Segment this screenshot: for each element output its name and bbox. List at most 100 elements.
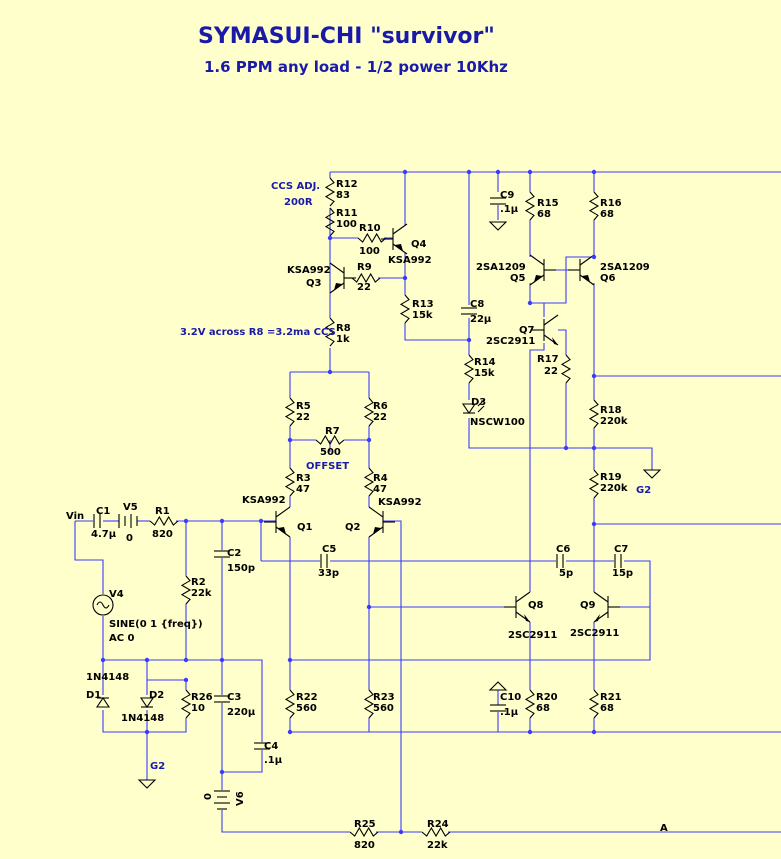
r21-value: 68 xyxy=(600,703,614,714)
r8-resistor xyxy=(324,317,336,347)
r20-value: 68 xyxy=(536,703,550,714)
junction-dot xyxy=(287,729,293,735)
junction-dot xyxy=(402,275,408,281)
junction-dot xyxy=(591,254,597,260)
q8-part: 2SC2911 xyxy=(508,630,557,641)
junction-dot xyxy=(527,729,533,735)
r15-value: 68 xyxy=(537,209,551,220)
r5-resistor xyxy=(284,397,296,427)
r25-ref: R25 xyxy=(354,819,376,830)
r17-ref: R17 xyxy=(537,354,559,365)
q1-transistor xyxy=(278,527,286,534)
junction-dot xyxy=(366,604,372,610)
junction-dot xyxy=(495,169,501,175)
q3-transistor xyxy=(334,283,342,290)
q3-transistor xyxy=(329,282,345,294)
r20-ref: R20 xyxy=(536,692,558,703)
wire xyxy=(624,560,651,607)
r26-value: 10 xyxy=(191,703,205,714)
r3-value: 47 xyxy=(296,484,310,495)
wire xyxy=(102,710,187,733)
wire xyxy=(221,810,350,833)
r9-resistor xyxy=(351,272,381,284)
q7-ref: Q7 xyxy=(519,325,535,336)
r6-resistor xyxy=(363,397,375,427)
wire xyxy=(558,329,567,355)
r13-value: 15k xyxy=(412,310,433,321)
q1-part: KSA992 xyxy=(242,495,286,506)
r14-ref: R14 xyxy=(474,357,496,368)
r22-ref: R22 xyxy=(296,692,318,703)
q5-part: 2SA1209 xyxy=(476,262,526,273)
junction-dot xyxy=(591,729,597,735)
ground-c10-symbol xyxy=(488,681,508,691)
q4-ref: Q4 xyxy=(411,239,427,250)
q3-transistor xyxy=(329,262,345,274)
c9-ref: C9 xyxy=(500,190,514,201)
c6-value: 5p xyxy=(559,568,573,579)
junction-dot xyxy=(183,518,189,524)
junction-dot xyxy=(591,445,597,451)
junction-dot xyxy=(591,521,597,527)
r3-resistor xyxy=(284,467,296,497)
wire xyxy=(529,256,594,304)
wire xyxy=(529,343,545,592)
d3-part: NSCW100 xyxy=(470,417,525,428)
q6-part: 2SA1209 xyxy=(600,262,650,273)
d3-led xyxy=(461,403,477,414)
q4-transistor xyxy=(395,244,403,251)
q1-transistor xyxy=(275,506,291,518)
q4-part: KSA992 xyxy=(388,255,432,266)
q4-transistor xyxy=(392,243,408,255)
r10-value: 100 xyxy=(359,246,380,257)
junction-dot xyxy=(287,437,293,443)
r26-ref: R26 xyxy=(191,692,213,703)
r16-resistor xyxy=(588,191,600,221)
r7-value: 500 xyxy=(320,447,341,458)
q8-transistor xyxy=(524,614,530,622)
r6-ref: R6 xyxy=(373,401,388,412)
q1-ref: Q1 xyxy=(297,522,313,533)
r25-value: 820 xyxy=(354,840,375,851)
c1-value: 4.7µ xyxy=(91,529,117,540)
q5-transistor xyxy=(534,275,542,282)
r16-value: 68 xyxy=(600,209,614,220)
wires xyxy=(74,171,781,833)
wire xyxy=(74,521,104,594)
junction-dot xyxy=(327,369,333,375)
wire xyxy=(530,302,545,317)
d3-ref: D3 xyxy=(471,397,486,408)
d2-part: 1N4148 xyxy=(121,713,164,724)
wire xyxy=(289,718,369,733)
r9-value: 22 xyxy=(357,282,371,293)
r14-resistor xyxy=(463,354,475,384)
r8-value: 1k xyxy=(336,334,350,345)
c2-value: 150p xyxy=(227,563,255,574)
c10-value: .1µ xyxy=(500,707,519,718)
junction-dot xyxy=(100,657,106,663)
c1-ref: C1 xyxy=(96,506,110,517)
page-title: SYMASUI-CHI "survivor" xyxy=(198,24,495,49)
r19-value: 220k xyxy=(600,483,628,494)
r2-value: 22k xyxy=(191,588,212,599)
q6-ref: Q6 xyxy=(600,273,616,284)
vin-label: Vin xyxy=(66,511,84,522)
r22-value: 560 xyxy=(296,703,317,714)
c9-value: .1µ xyxy=(500,204,519,215)
v6-ref: V6 xyxy=(235,791,246,806)
r15-ref: R15 xyxy=(537,198,559,209)
c8-ref: C8 xyxy=(470,299,484,310)
c7-value: 15p xyxy=(612,568,633,579)
junction-dot xyxy=(144,729,150,735)
junctions xyxy=(100,169,597,835)
q7-part: 2SC2911 xyxy=(486,336,535,347)
c3-ref: C3 xyxy=(227,692,241,703)
v5-ref: V5 xyxy=(123,502,138,513)
q1-transistor xyxy=(275,526,291,538)
q9-ref: Q9 xyxy=(580,600,596,611)
junction-dot xyxy=(144,657,150,663)
r19-ref: R19 xyxy=(600,472,622,483)
r11-resistor xyxy=(324,207,336,237)
junction-dot xyxy=(466,337,472,343)
